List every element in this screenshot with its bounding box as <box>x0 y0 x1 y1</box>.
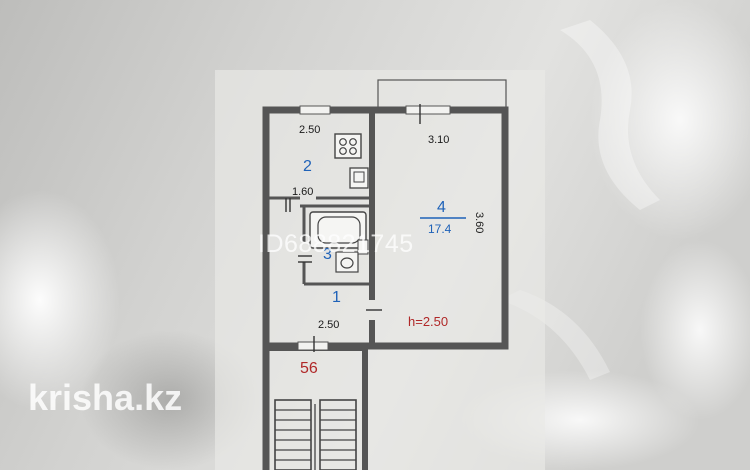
windows <box>297 105 451 351</box>
room-number-hall: 1 <box>332 289 341 306</box>
landing-number: 56 <box>300 360 318 377</box>
room-width-label: 3.10 <box>428 134 449 146</box>
staircase <box>274 399 357 470</box>
room-number-bathroom: 3 <box>323 246 332 263</box>
glare-right <box>640 240 750 420</box>
bathroom-width-label: 1.60 <box>292 186 313 198</box>
door-marks <box>285 104 421 352</box>
paper-sheet <box>215 70 545 470</box>
living-room-area: 17.4 <box>428 222 452 236</box>
glare-right-top <box>590 0 750 240</box>
toilet-icon <box>335 251 359 273</box>
hall-width-label: 2.50 <box>318 319 339 331</box>
room-number-living: 4 <box>437 199 446 216</box>
room-length-label: 3.60 <box>473 212 485 233</box>
kitchen-width-label: 2.50 <box>299 124 320 136</box>
stove-icon <box>334 133 362 159</box>
room-number-kitchen: 2 <box>303 158 312 175</box>
bathtub-icon <box>309 211 367 249</box>
sink-icon <box>349 167 369 189</box>
washbasin-icon <box>357 239 369 255</box>
glare-left <box>0 190 120 410</box>
krisha-logo-text: krisha.kz <box>28 377 182 418</box>
listing-id-watermark: ID688821745 <box>258 230 414 258</box>
ceiling-height-label: h=2.50 <box>408 314 448 329</box>
krisha-logo: krisha.kz <box>28 377 182 418</box>
